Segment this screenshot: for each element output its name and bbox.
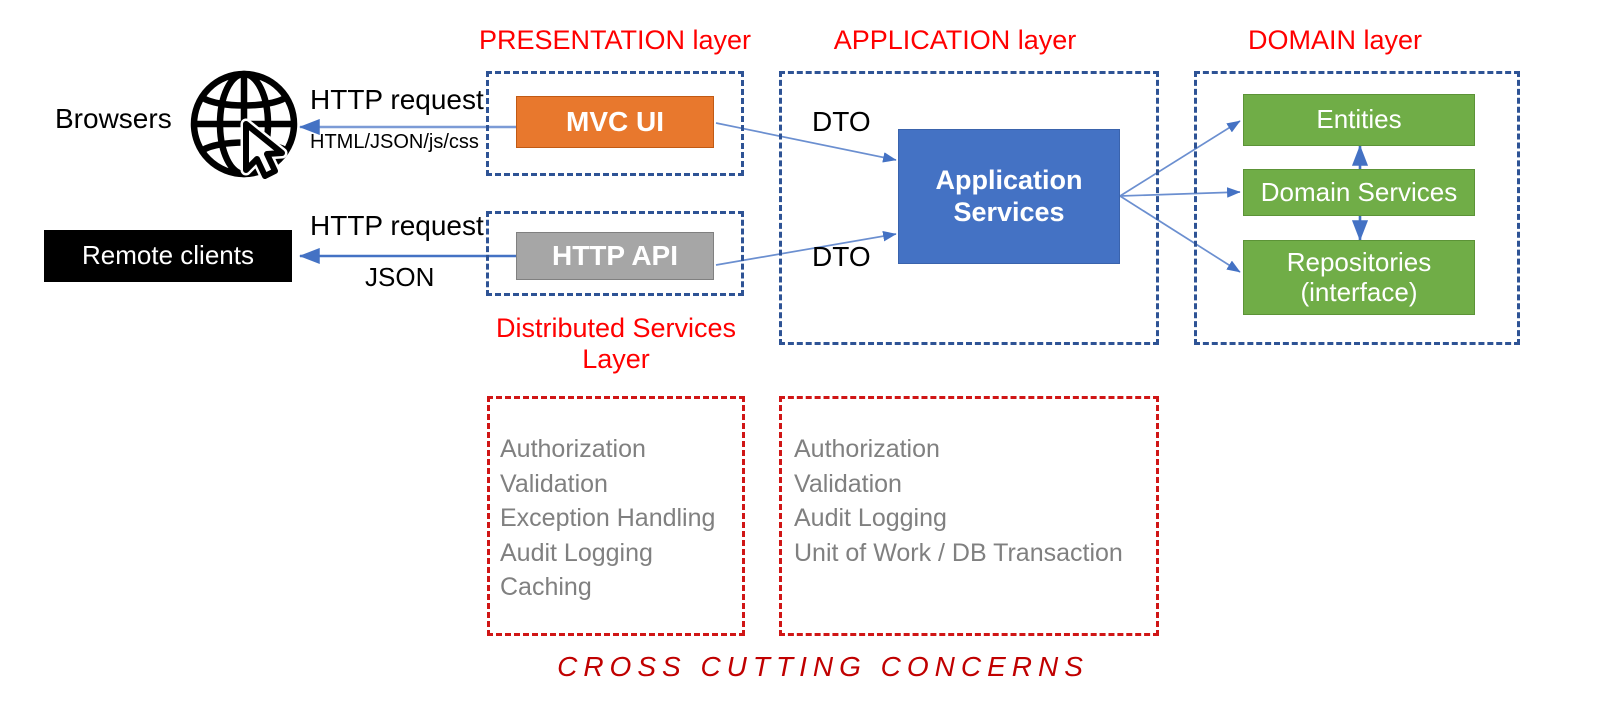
concern-item: Audit Logging	[500, 538, 653, 567]
cross-cutting-concerns-caption: CROSS CUTTING CONCERNS	[557, 651, 1089, 682]
repositories-label-line2: (interface)	[1300, 276, 1418, 307]
dto-top-label: DTO	[812, 106, 871, 137]
concern-item: Audit Logging	[794, 504, 947, 532]
distributed-services-concerns-container	[487, 396, 745, 636]
browsers-label: Browsers	[55, 103, 172, 134]
concern-item: Unit of Work / DB Transaction	[794, 538, 1123, 567]
layer-title-presentation: PRESENTATION layer	[478, 25, 752, 55]
mvc-ui-label: MVC UI	[566, 105, 664, 137]
application-services-label-line1: Application	[935, 165, 1083, 196]
application-concerns-container	[779, 396, 1159, 636]
remote-response-label: JSON	[365, 262, 435, 292]
repositories-label-line1: Repositories	[1286, 246, 1432, 277]
dto-bottom-label: DTO	[812, 241, 871, 272]
application-services-label-line2: Services	[953, 196, 1065, 227]
browser-request-label: HTTP request	[310, 84, 484, 115]
remote-clients-label: Remote clients	[82, 240, 254, 271]
domain-services-label: Domain Services	[1260, 176, 1458, 207]
presentation-mvcui-container	[486, 71, 744, 176]
mvc-ui-box[interactable]: MVC UI	[516, 96, 714, 148]
presentation-httpapi-container	[486, 211, 744, 296]
domain-services-box[interactable]: Domain Services	[1243, 169, 1475, 216]
distributed-services-concern-list: Authorization Validation Exception Handl…	[500, 432, 715, 605]
globe-cursor-icon	[186, 66, 302, 182]
distributed-services-title: Distributed Services Layer	[487, 313, 745, 375]
application-services-box[interactable]: Application Services	[898, 129, 1120, 264]
entities-box[interactable]: Entities	[1243, 94, 1475, 146]
repositories-box[interactable]: Repositories (interface)	[1243, 240, 1475, 315]
concern-item: Authorization	[500, 435, 646, 463]
application-concern-list: Authorization Validation Audit Logging U…	[794, 432, 1123, 570]
remote-request-label: HTTP request	[310, 210, 484, 241]
layer-title-domain: DOMAIN layer	[1247, 25, 1423, 55]
concern-item: Validation	[500, 469, 608, 498]
http-api-label: HTTP API	[551, 239, 678, 271]
layer-title-application: APPLICATION layer	[833, 25, 1077, 55]
application-layer-container	[779, 71, 1159, 345]
distributed-services-title-line1: Distributed Services	[495, 313, 737, 343]
browser-response-label: HTML/JSON/js/css	[310, 131, 479, 153]
remote-clients-box: Remote clients	[44, 230, 292, 282]
concern-item: Authorization	[794, 435, 940, 463]
concern-item: Validation	[794, 469, 902, 498]
entities-label: Entities	[1316, 104, 1402, 135]
concern-item: Caching	[500, 573, 592, 601]
http-api-box[interactable]: HTTP API	[516, 232, 714, 280]
concern-item: Exception Handling	[500, 504, 716, 532]
distributed-services-title-line2: Layer	[582, 344, 650, 375]
domain-layer-container	[1194, 71, 1520, 345]
